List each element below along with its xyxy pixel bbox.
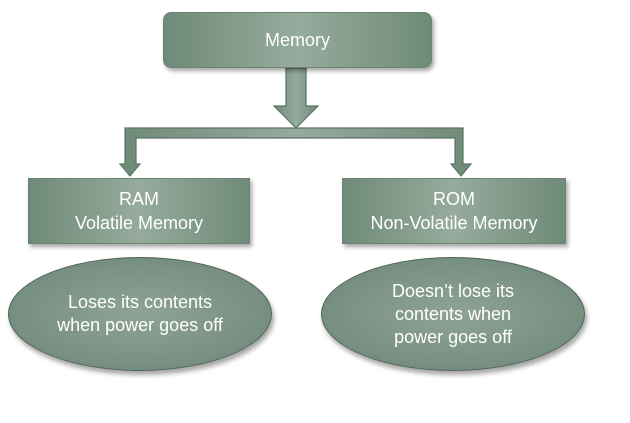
ram-description-oval: Loses its contents when power goes off xyxy=(8,257,272,371)
branch-connector xyxy=(118,127,473,177)
rom-description-oval: Doesn’t lose its contents when power goe… xyxy=(321,257,585,371)
root-down-arrow xyxy=(272,67,320,129)
rom-description: Doesn’t lose its contents when power goe… xyxy=(391,280,515,347)
rom-node: ROM Non-Volatile Memory xyxy=(342,178,566,244)
memory-label: Memory xyxy=(264,30,330,50)
rom-subtitle: Non-Volatile Memory xyxy=(370,213,538,233)
ram-description: Loses its contents when power goes off xyxy=(57,292,223,335)
ram-subtitle: Volatile Memory xyxy=(74,213,204,233)
memory-node: Memory xyxy=(163,12,432,68)
ram-node: RAM Volatile Memory xyxy=(28,178,250,244)
rom-title: ROM xyxy=(433,189,475,209)
ram-title: RAM xyxy=(119,189,159,209)
